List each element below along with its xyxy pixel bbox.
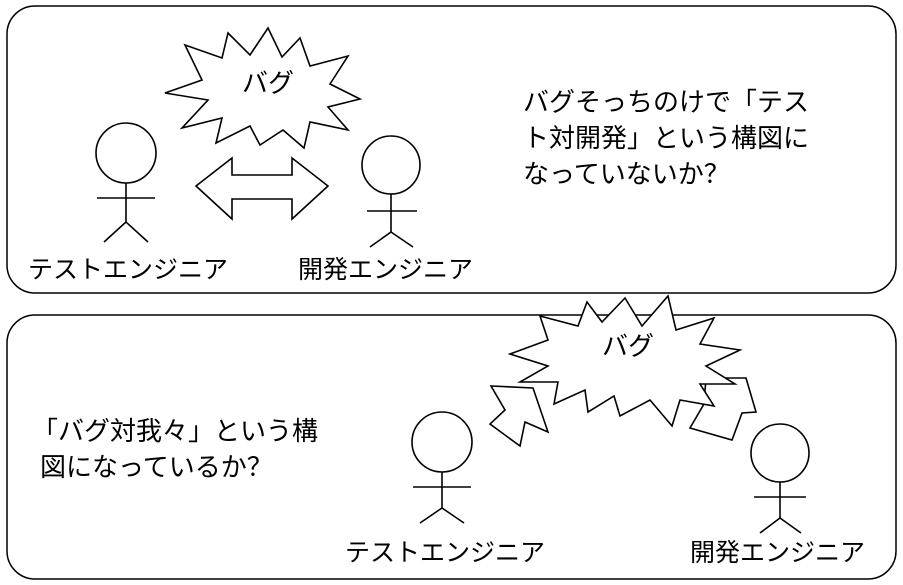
bottom-test-engineer-label: テストエンジニア [345, 538, 545, 567]
bottom-text-line-2: 図になっているか？ [40, 453, 273, 483]
top-bug-label: バグ [242, 69, 294, 99]
top-panel: バグ テストエンジニア 開発エンジニア バグそっちのけで「テス ト対開発」という… [6, 5, 897, 294]
bottom-dev-engineer-label: 開発エンジニア [690, 538, 865, 567]
bottom-bug-burst [507, 294, 743, 428]
top-bug-burst [164, 26, 363, 150]
top-text-line-3: なっていないか？ [523, 160, 730, 190]
top-text-line-2: ト対開発」という構図に [523, 124, 809, 154]
bottom-left-arrow [488, 385, 550, 448]
top-text-line-1: バグそっちのけで「テス [523, 88, 809, 118]
bottom-bug-label: バグ [602, 332, 654, 362]
bottom-test-engineer-figure [411, 411, 473, 524]
bottom-text-line-1: 「バグ対我々」という構 [32, 417, 318, 447]
bottom-dev-engineer-figure [750, 423, 810, 534]
top-double-arrow [194, 156, 330, 221]
top-test-engineer-label: テストエンジニア [28, 255, 228, 284]
bottom-panel: バグ テストエンジニア 開発エンジニア 「バグ対我々」という構 図になっているか… [6, 294, 897, 580]
top-test-engineer-figure [95, 122, 157, 243]
top-dev-engineer-figure [361, 135, 421, 248]
top-dev-engineer-label: 開発エンジニア [298, 255, 473, 284]
